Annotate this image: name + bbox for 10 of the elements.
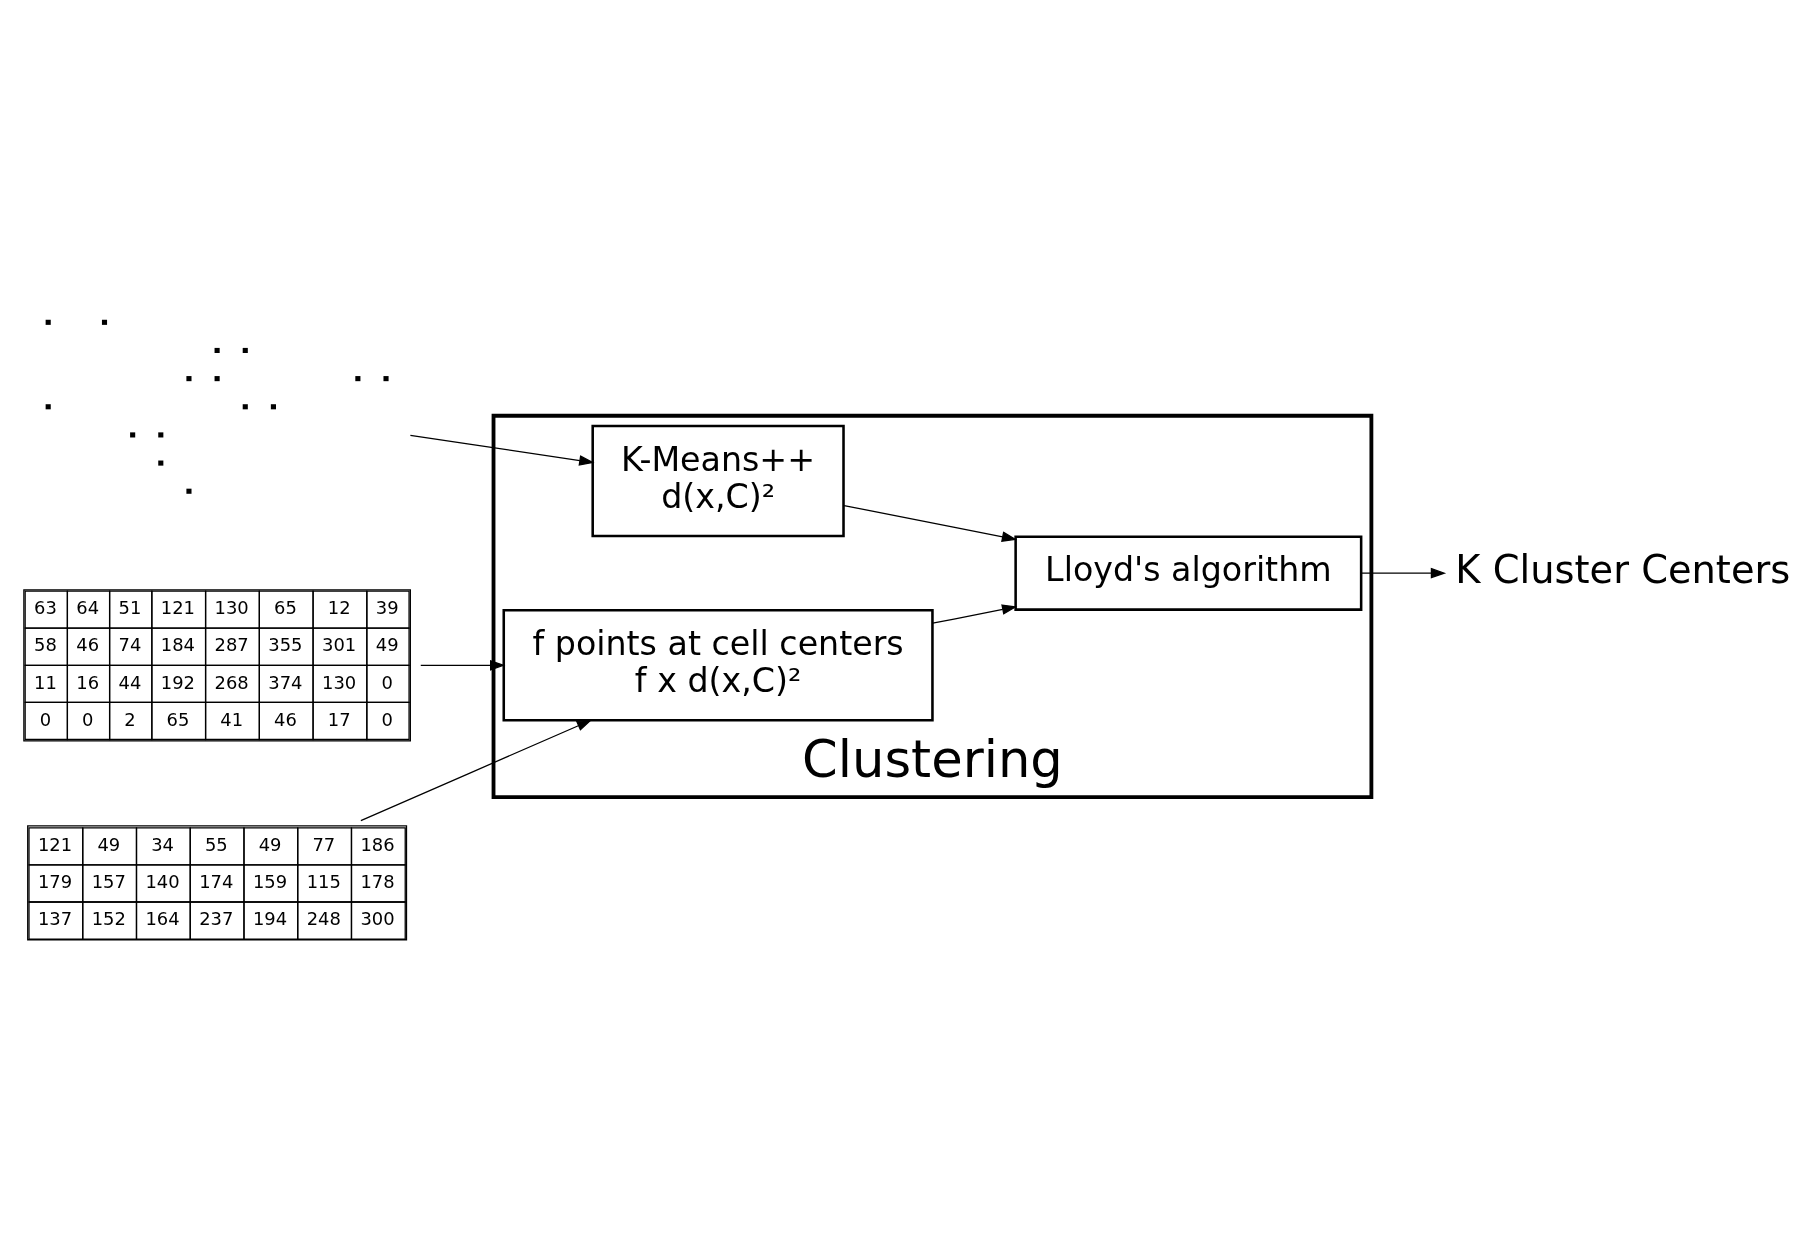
- arrow: [409, 434, 595, 466]
- arrow: [932, 604, 1018, 624]
- node-text: K Cluster Centers: [1455, 546, 1791, 592]
- arrow: [420, 659, 506, 671]
- node-box: Lloyd's algorithm: [1014, 535, 1363, 611]
- arrow: [360, 719, 593, 822]
- node-box: K-Means++ d(x,C)²: [591, 424, 845, 538]
- arrow: [1360, 567, 1447, 579]
- node-box: f points at cell centers f x d(x,C)²: [502, 608, 934, 722]
- arrow: [843, 504, 1018, 542]
